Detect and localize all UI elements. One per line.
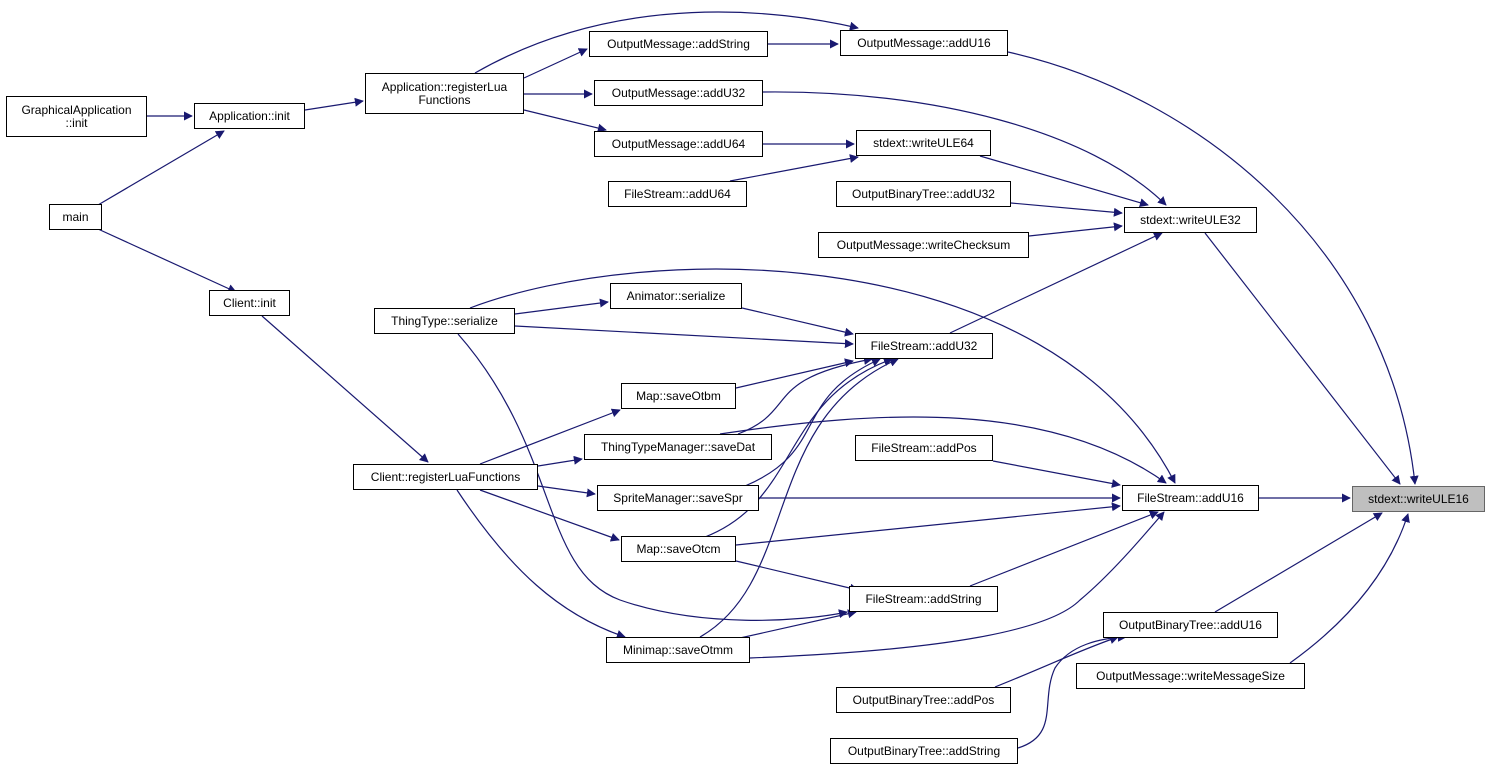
edge-om-writechecksum-to-writeule32 bbox=[1028, 222, 1123, 237]
node-outputmessage-addu16[interactable]: OutputMessage::addU16 bbox=[840, 30, 1008, 56]
edge-fs-addu32-to-writeule32 bbox=[949, 232, 1163, 334]
node-filestream-addstring[interactable]: FileStream::addString bbox=[849, 586, 998, 612]
node-client-register-lua-functions[interactable]: Client::registerLuaFunctions bbox=[353, 464, 538, 490]
node-outputmessage-writemessagesize[interactable]: OutputMessage::writeMessageSize bbox=[1076, 663, 1305, 689]
edge-writeule64-to-writeule32 bbox=[979, 155, 1149, 208]
node-filestream-addu16[interactable]: FileStream::addU16 bbox=[1122, 485, 1259, 511]
edge-client-register-to-map-saveotbm bbox=[479, 408, 621, 465]
edge-client-register-to-sm-savespr bbox=[537, 485, 596, 498]
edge-client-register-to-ttm-savedat bbox=[537, 455, 583, 467]
edge-om-writemessagesize-to-writeule16 bbox=[1289, 513, 1410, 664]
edge-ttm-savedat-to-fs-addu16 bbox=[719, 416, 1167, 484]
node-stdext-writeule64[interactable]: stdext::writeULE64 bbox=[856, 130, 991, 156]
node-map-saveotbm[interactable]: Map::saveOtbm bbox=[621, 383, 736, 409]
edge-app-init-to-app-register bbox=[304, 97, 364, 111]
edge-map-saveotcm-to-fs-addu16 bbox=[735, 502, 1121, 546]
edge-map-saveotbm-to-fs-addu32 bbox=[735, 358, 854, 389]
node-main[interactable]: main bbox=[49, 204, 102, 230]
edge-main-to-client-init bbox=[97, 228, 237, 293]
edge-map-saveotcm-to-fs-addu32 bbox=[704, 357, 893, 538]
edge-minimap-to-fs-addu16 bbox=[749, 511, 1165, 659]
edge-main-to-app-init bbox=[97, 130, 225, 206]
edge-app-register-to-om-addstring bbox=[523, 48, 588, 79]
node-client-init[interactable]: Client::init bbox=[209, 290, 290, 316]
node-outputbinarytree-addpos[interactable]: OutputBinaryTree::addPos bbox=[836, 687, 1011, 713]
edge-om-addu16-to-writeule16 bbox=[1007, 51, 1419, 485]
node-outputbinarytree-addstring[interactable]: OutputBinaryTree::addString bbox=[830, 738, 1018, 764]
edge-thingtype-to-fs-addu16 bbox=[469, 268, 1176, 484]
edge-thingtype-to-fs-addstring bbox=[457, 333, 848, 621]
node-filestream-addu32[interactable]: FileStream::addU32 bbox=[855, 333, 993, 359]
edge-om-addu32-to-writeule32 bbox=[762, 91, 1167, 206]
edge-client-register-to-minimap bbox=[456, 489, 626, 639]
edge-fs-addpos-to-fs-addu16 bbox=[992, 460, 1121, 488]
node-spritemanager-savespr[interactable]: SpriteManager::saveSpr bbox=[597, 485, 759, 511]
node-thingtypemanager-savedat[interactable]: ThingTypeManager::saveDat bbox=[584, 434, 772, 460]
edge-obt-addu16-to-writeule16 bbox=[1214, 512, 1383, 613]
edge-writeule32-to-writeule16 bbox=[1204, 232, 1401, 485]
node-stdext-writeule16[interactable]: stdext::writeULE16 bbox=[1352, 486, 1485, 512]
node-filestream-addu64[interactable]: FileStream::addU64 bbox=[608, 181, 747, 207]
edge-animator-to-fs-addu32 bbox=[741, 307, 854, 337]
edge-app-register-to-om-addu16 bbox=[474, 11, 859, 74]
edge-obt-addstring-to-obt-addu16 bbox=[1017, 632, 1127, 749]
edge-client-register-to-map-saveotcm bbox=[479, 489, 620, 542]
node-outputmessage-addu64[interactable]: OutputMessage::addU64 bbox=[594, 131, 763, 157]
node-minimap-saveotmm[interactable]: Minimap::saveOtmm bbox=[606, 637, 750, 663]
edge-fs-addstring-to-fs-addu16 bbox=[969, 510, 1159, 587]
edge-client-init-to-client-register bbox=[261, 315, 429, 463]
edge-thingtype-to-fs-addu32 bbox=[514, 325, 854, 349]
edge-map-saveotcm-to-fs-addstring bbox=[735, 560, 859, 593]
edge-thingtype-to-animator bbox=[514, 298, 609, 315]
node-animator-serialize[interactable]: Animator::serialize bbox=[610, 283, 742, 309]
edge-obt-addu32-to-writeule32 bbox=[1010, 202, 1123, 217]
edge-sm-savespr-to-fs-addu32 bbox=[744, 358, 881, 487]
node-stdext-writeule32[interactable]: stdext::writeULE32 bbox=[1124, 207, 1257, 233]
node-application-register-lua-functions[interactable]: Application::registerLua Functions bbox=[365, 73, 524, 114]
node-filestream-addpos[interactable]: FileStream::addPos bbox=[855, 435, 993, 461]
node-graphical-application-init[interactable]: GraphicalApplication ::init bbox=[6, 96, 147, 137]
node-outputbinarytree-addu32[interactable]: OutputBinaryTree::addU32 bbox=[836, 181, 1011, 207]
node-outputmessage-addu32[interactable]: OutputMessage::addU32 bbox=[594, 80, 763, 106]
node-map-saveotcm[interactable]: Map::saveOtcm bbox=[621, 536, 736, 562]
edge-fs-addu64-to-writeule64 bbox=[729, 154, 859, 182]
edge-minimap-to-fs-addu32 bbox=[699, 358, 899, 638]
edge-ttm-savedat-to-fs-addu32 bbox=[737, 356, 873, 435]
node-application-init[interactable]: Application::init bbox=[194, 103, 305, 129]
edge-minimap-to-fs-addstring bbox=[739, 609, 857, 639]
node-outputmessage-addstring[interactable]: OutputMessage::addString bbox=[589, 31, 768, 57]
node-thingtype-serialize[interactable]: ThingType::serialize bbox=[374, 308, 515, 334]
node-outputbinarytree-addu16[interactable]: OutputBinaryTree::addU16 bbox=[1103, 612, 1278, 638]
edge-app-register-to-om-addu64 bbox=[523, 109, 607, 133]
node-outputmessage-writechecksum[interactable]: OutputMessage::writeChecksum bbox=[818, 232, 1029, 258]
